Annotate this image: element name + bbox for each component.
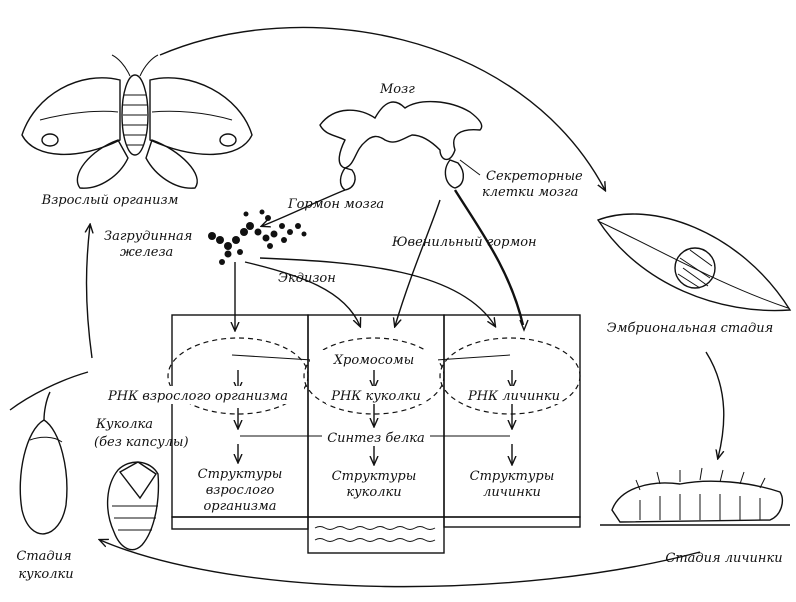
protein-synthesis-label-bg (322, 428, 430, 446)
secretory-cells-pointer (459, 159, 481, 176)
embryonic-stage-label: Эмбриональная стадия (607, 321, 773, 336)
larval-stage-label: Стадия личинки (665, 551, 782, 566)
chromosomes-label: Хромосомы (333, 353, 414, 368)
pupa-label-1: Куколка (95, 417, 153, 432)
brain-icon (319, 100, 483, 191)
chromosomes-link-left (231, 354, 313, 361)
structures-larva-label-2: личинки (483, 485, 541, 500)
brain-hormone-label: Гормон мозга (287, 197, 384, 212)
rna-adult-label: РНК взрослого организма (107, 389, 288, 404)
cycle-arrow-adult-to-embryo (159, 26, 605, 190)
structures-pupa-bg (330, 466, 418, 502)
pupa-cuticle-texture (314, 526, 436, 542)
chromosomes-label-bg (310, 350, 438, 368)
protein-synthesis-label: Синтез белка (327, 431, 425, 446)
secretory-cells-label-1: Секреторные (486, 169, 583, 184)
larva-nucleus (439, 337, 581, 415)
rna-larva-label-bg (466, 386, 562, 404)
rna-adult-label-bg (92, 386, 304, 404)
pupa-nucleus (303, 337, 445, 415)
leaf-egg-icon (596, 213, 792, 312)
rna-pupa-label: РНК куколки (330, 389, 421, 404)
caterpillar-icon (600, 467, 790, 526)
adult-nucleus (167, 337, 309, 415)
structures-adult-label-1: Структуры (198, 467, 283, 482)
cycle-arrow-pupa-to-adult (87, 225, 93, 359)
pupa-icon (106, 461, 160, 551)
structures-adult-bg (196, 464, 284, 514)
pupa-cuticle (307, 516, 445, 554)
brain-label: Мозг (379, 82, 415, 97)
cycle-arrow-larva-to-pupa (100, 540, 701, 588)
ecdysone-line-to-larva (259, 257, 495, 326)
rna-pupa-label-bg (326, 386, 426, 404)
brain-hormone-arrow (262, 189, 346, 226)
structures-pupa-label-1: Структуры (332, 469, 417, 484)
pupal-stage-label-1: Стадия (16, 549, 71, 564)
pupal-stage-label-2: куколки (18, 567, 73, 582)
adult-organism-label: Взрослый организм (41, 193, 179, 208)
cocoon-icon (9, 371, 89, 535)
structures-larva-bg (468, 466, 556, 502)
secretory-cells-label-2: клетки мозга (482, 185, 578, 200)
chromosomes-link-right (435, 354, 511, 361)
pupa-label-2: (без капсулы) (94, 435, 189, 450)
gland-icon (208, 209, 307, 265)
structures-pupa-label-2: куколки (346, 485, 401, 500)
juvenile-hormone-line-bold (453, 189, 525, 326)
structures-adult-label-2: взрослого (206, 483, 275, 498)
structures-larva-label-1: Структуры (470, 469, 555, 484)
cycle-arrow-embryo-to-larva (705, 351, 725, 458)
rna-larva-label: РНК личинки (467, 389, 560, 404)
thoracic-gland-label-1: Загрудинная (104, 229, 192, 244)
juvenile-hormone-label: Ювенильный гормон (391, 235, 537, 250)
moth-icon (21, 54, 253, 189)
juvenile-hormone-arrowhead (519, 319, 529, 332)
thoracic-gland-label-2: железа (120, 245, 173, 260)
juvenile-hormone-line-thin (395, 199, 441, 326)
adult-cuticle (171, 516, 309, 530)
larva-cuticle (443, 516, 581, 528)
structures-adult-label-3: организма (203, 499, 276, 514)
